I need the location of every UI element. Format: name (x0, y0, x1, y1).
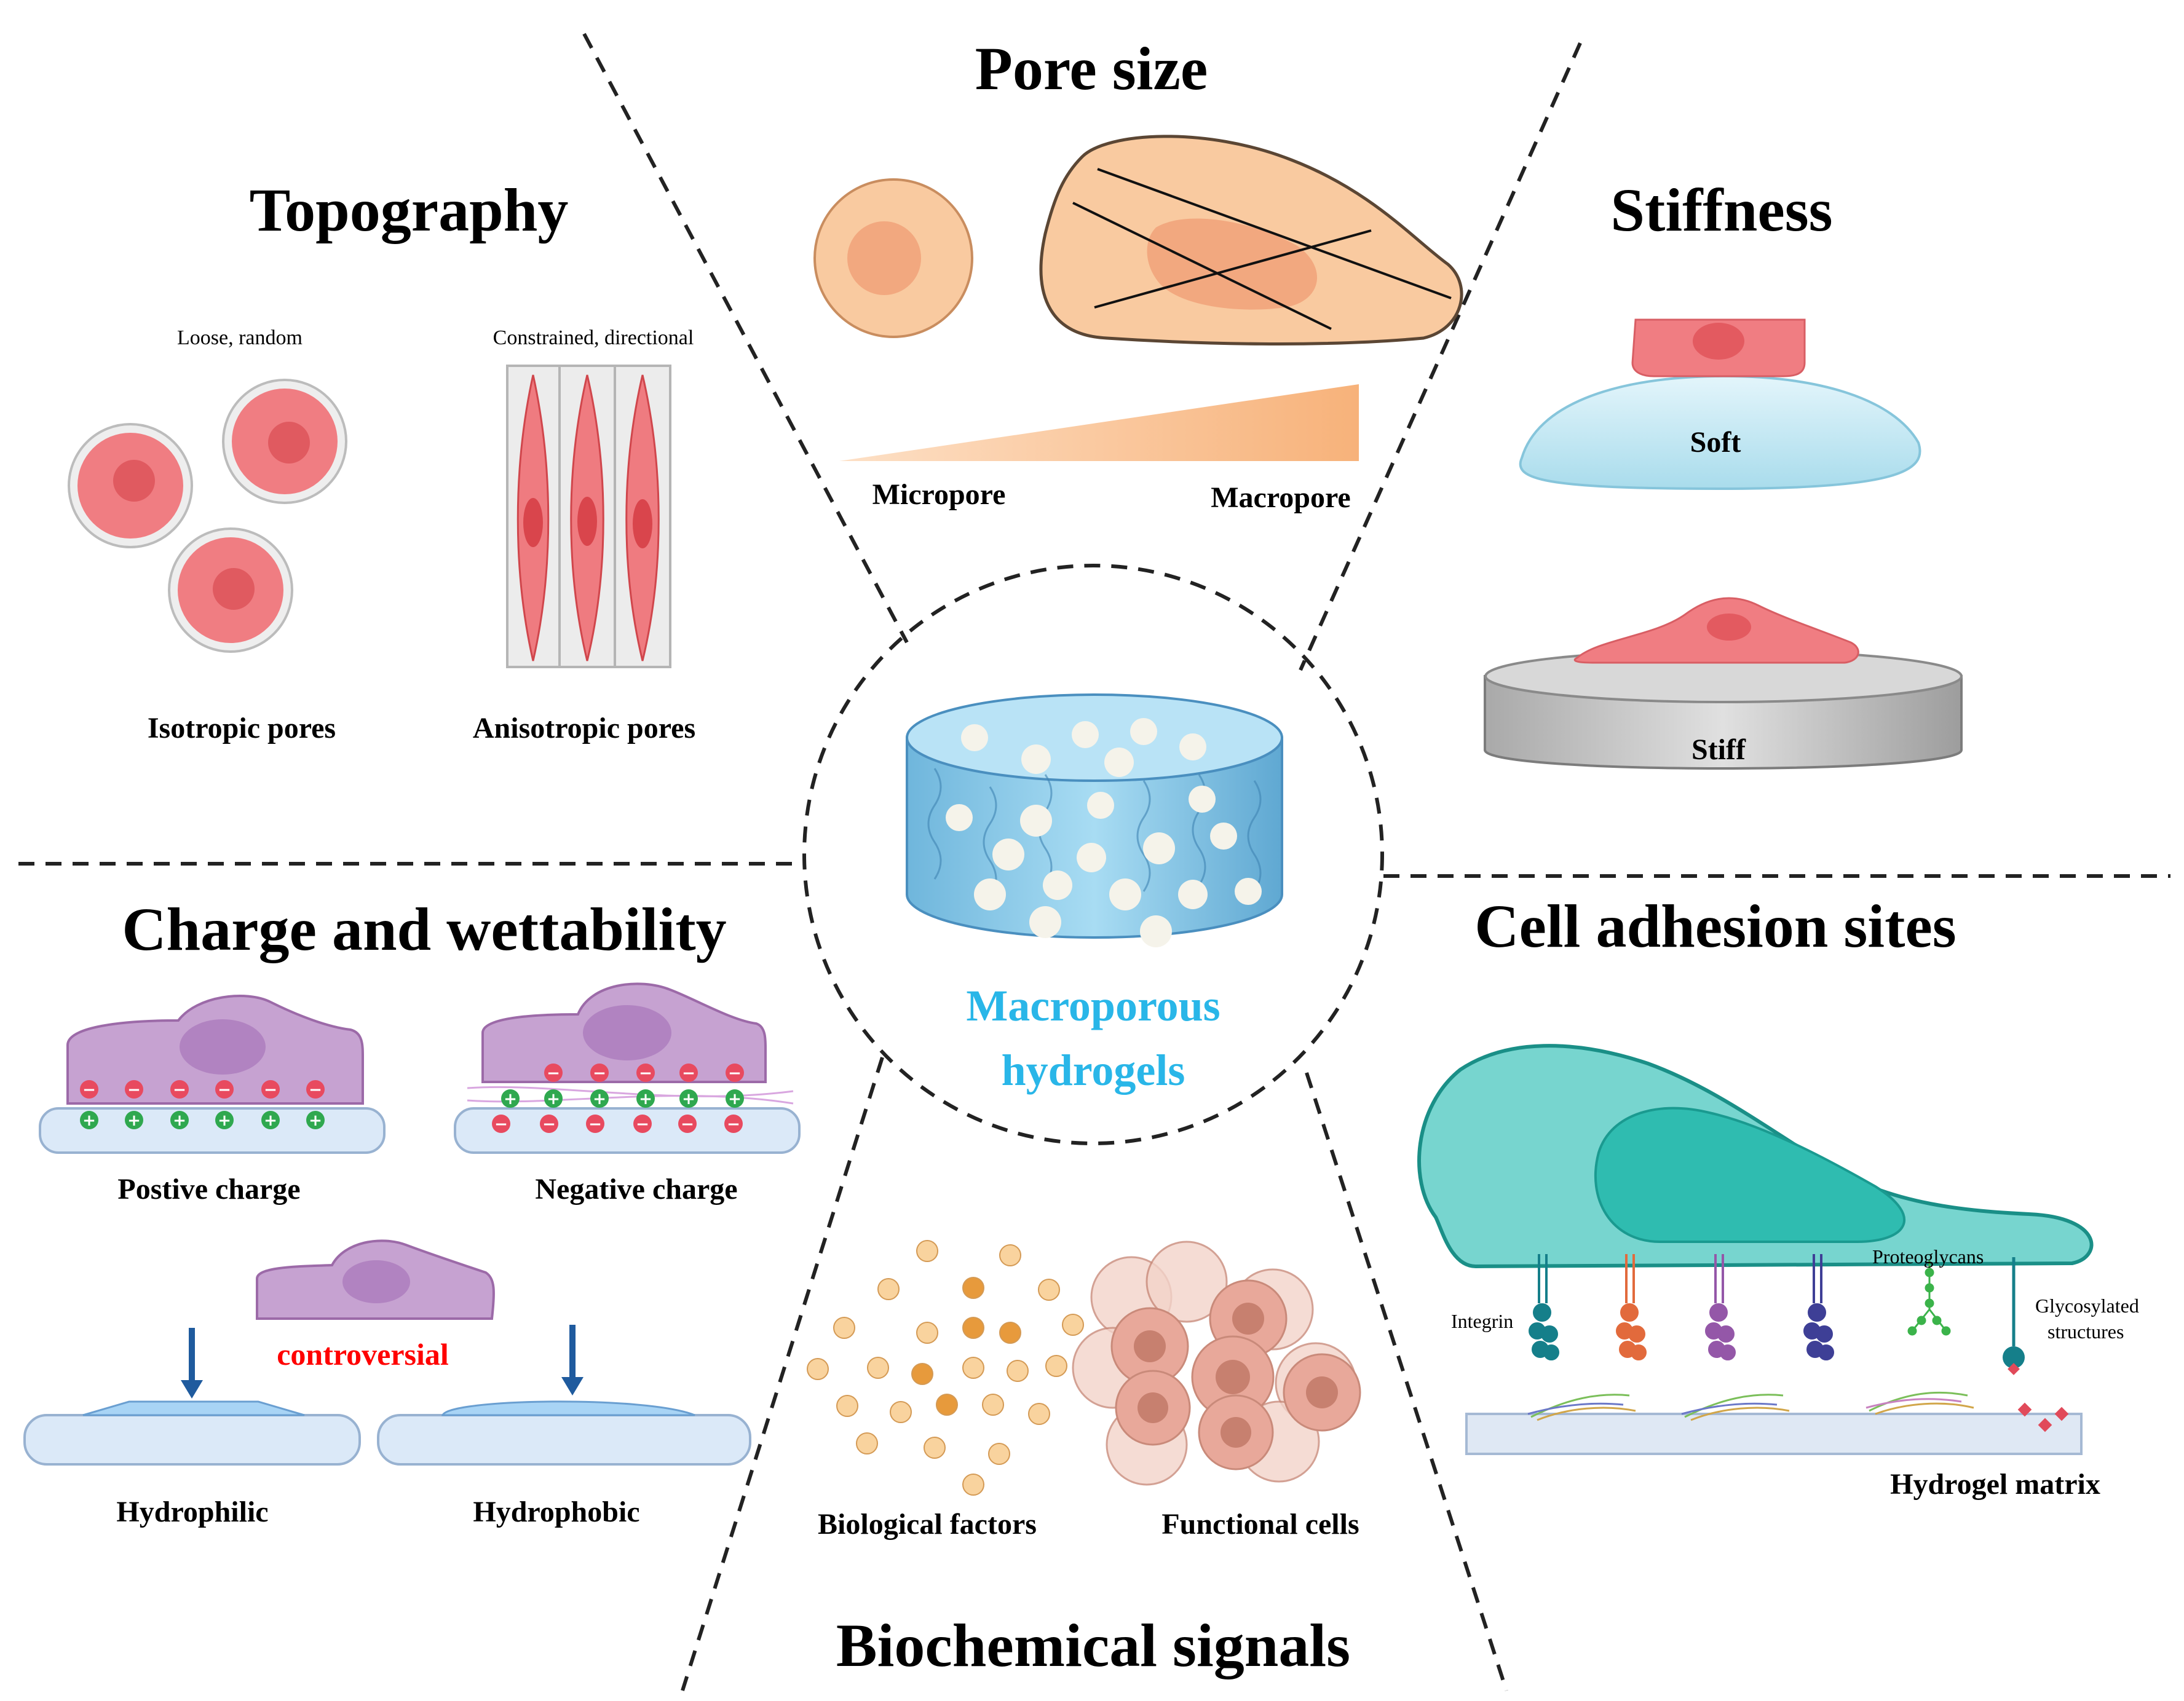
plus-charge-symbol: + (82, 1111, 96, 1130)
minus-charge-symbol: − (547, 1064, 560, 1083)
minus-charge-symbol: − (727, 1115, 740, 1134)
minus-charge-symbol: − (636, 1115, 649, 1134)
plus-charge-symbol: + (309, 1111, 322, 1130)
adhesion-cell (1417, 1044, 2094, 1269)
minus-charge-symbol: − (309, 1081, 322, 1099)
stiff-substrate (1484, 597, 1963, 770)
hydrophobic-substrate (377, 1400, 751, 1466)
minus-charge-symbol: − (494, 1115, 508, 1134)
integrin-receptor (1705, 1254, 1736, 1360)
minus-charge-symbol: − (82, 1081, 96, 1099)
hydrogel-matrix-label: Hydrogel matrix (1890, 1468, 2100, 1501)
plus-charge-symbol: + (547, 1090, 560, 1108)
section-dividers (18, 33, 2170, 1691)
pore-size-gradient-wedge (839, 384, 1359, 461)
plus-charge-symbol: + (504, 1090, 517, 1108)
round-cell (168, 527, 293, 653)
charge-wettability-title: Charge and wettability (122, 895, 726, 963)
biological-factors (807, 1240, 1084, 1496)
round-cell (68, 423, 193, 548)
hydrophilic-label: Hydrophilic (116, 1496, 268, 1528)
large-pore-cell (1039, 135, 1463, 345)
minus-charge-symbol: − (264, 1081, 277, 1099)
minus-charge-symbol: − (639, 1064, 652, 1083)
constrained-directional-caption: Constrained, directional (493, 326, 694, 349)
proteoglycan (1907, 1260, 1951, 1336)
divider-top-left (582, 33, 909, 644)
glycosylated-structure (2003, 1257, 2025, 1375)
glycosylated-label-line1: Glycosylated (2035, 1295, 2139, 1317)
hydrogel-cylinder (906, 693, 1283, 947)
integrin-receptor (1616, 1254, 1647, 1360)
divider-top-right (1299, 42, 1582, 671)
minus-charge-symbol: − (542, 1115, 556, 1134)
pore-size-title: Pore size (975, 34, 1208, 103)
anisotropic-pores-label: Anisotropic pores (473, 712, 695, 744)
integrin-label: Integrin (1451, 1310, 1513, 1332)
arrow-down-icon (181, 1328, 203, 1399)
center-title-line1: Macroporous (966, 981, 1220, 1030)
center-title-line2: hydrogels (1002, 1046, 1185, 1095)
divider-bottom-left (681, 1057, 884, 1691)
stiffness-title: Stiffness (1610, 176, 1832, 244)
elongated-cell (558, 365, 616, 668)
plus-charge-symbol: + (728, 1090, 742, 1108)
controversial-label: controversial (277, 1337, 449, 1371)
soft-label: Soft (1690, 426, 1741, 459)
negative-charge-label: Negative charge (535, 1173, 737, 1206)
hydrophilic-substrate (23, 1400, 361, 1466)
glycosylated-label-line2: structures (2048, 1320, 2124, 1343)
minus-charge-symbol: − (127, 1081, 141, 1099)
plus-charge-symbol: + (639, 1090, 652, 1108)
micropore-label: Micropore (872, 478, 1006, 511)
elongated-cell (506, 365, 561, 668)
minus-charge-symbol: − (682, 1064, 695, 1083)
minus-charge-symbol: − (218, 1081, 231, 1099)
plus-charge-symbol: + (218, 1111, 231, 1130)
hydrogel-matrix (1465, 1391, 2083, 1455)
minus-charge-symbol: − (173, 1081, 186, 1099)
isotropic-cells (68, 379, 347, 653)
hydrophobic-label: Hydrophobic (473, 1496, 639, 1528)
stiff-label: Stiff (1691, 733, 1746, 766)
minus-charge-symbol: − (593, 1064, 606, 1083)
loose-random-caption: Loose, random (177, 326, 303, 349)
plus-charge-symbol: + (682, 1090, 695, 1108)
positive-charge-illustration: − − − − − − + + + + + + (39, 995, 386, 1154)
center-circle (802, 564, 1384, 1145)
functional-cells-cluster (1072, 1241, 1361, 1486)
macropore-label: Macropore (1211, 481, 1350, 514)
minus-charge-symbol: − (588, 1115, 602, 1134)
negative-charge-illustration: − − − − − + + + + + + − − − − − − (454, 982, 801, 1154)
functional-cells-label: Functional cells (1161, 1508, 1359, 1541)
minus-charge-symbol: − (728, 1064, 742, 1083)
elongated-cell (614, 365, 671, 668)
isotropic-pores-label: Isotropic pores (148, 712, 336, 744)
cell-adhesion-title: Cell adhesion sites (1474, 892, 1956, 960)
plus-charge-symbol: + (127, 1111, 141, 1130)
divider-bottom-right (1305, 1072, 1508, 1691)
integrin-receptor (1529, 1254, 1559, 1360)
plus-charge-symbol: + (593, 1090, 606, 1108)
arrow-down-icon (561, 1325, 584, 1395)
round-cell (222, 379, 347, 504)
wettability-cell (256, 1239, 495, 1320)
plus-charge-symbol: + (264, 1111, 277, 1130)
proteoglycans-label: Proteoglycans (1872, 1245, 1984, 1268)
positive-charge-label: Postive charge (117, 1173, 300, 1206)
small-pore-cell (813, 178, 973, 338)
minus-charge-symbol: − (681, 1115, 694, 1134)
anisotropic-cells (506, 365, 671, 668)
integrin-receptor (1803, 1254, 1834, 1360)
biological-factors-label: Biological factors (818, 1508, 1037, 1541)
plus-charge-symbol: + (173, 1111, 186, 1130)
integrin-receptors (1529, 1254, 1834, 1360)
biochemical-signals-title: Biochemical signals (836, 1611, 1350, 1679)
topography-title: Topography (250, 176, 569, 244)
soft-substrate (1519, 318, 1921, 491)
